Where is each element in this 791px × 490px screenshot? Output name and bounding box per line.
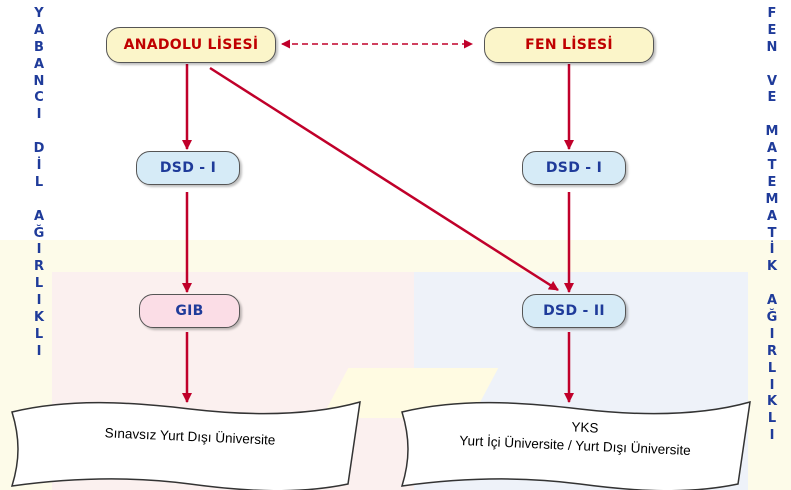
vertical-letter: M xyxy=(765,191,779,207)
vertical-letter: I xyxy=(36,293,42,309)
dsd2-label: DSD - II xyxy=(543,303,605,319)
vertical-letter: İ xyxy=(36,158,42,174)
anadolu-lisesi-node: ANADOLU LİSESİ xyxy=(106,27,276,63)
vertical-letter: A xyxy=(33,56,45,72)
vertical-letter: A xyxy=(766,141,778,157)
vertical-letter: E xyxy=(767,174,777,190)
gib-label: GIB xyxy=(175,303,204,319)
vertical-letter: T xyxy=(767,158,777,174)
vertical-letter: A xyxy=(33,22,45,38)
vertical-letter: B xyxy=(34,39,44,55)
vertical-letter: M xyxy=(765,124,779,140)
vertical-letter: F xyxy=(767,6,777,21)
vertical-letter: İ xyxy=(769,242,775,258)
vertical-letter: D xyxy=(33,141,45,157)
vertical-letter: N xyxy=(766,39,778,55)
vertical-letter: K xyxy=(766,259,778,275)
vertical-letter: L xyxy=(34,174,44,190)
dsd2-node: DSD - II xyxy=(522,294,626,328)
vertical-letter: I xyxy=(36,343,42,359)
vertical-letter: K xyxy=(33,310,45,326)
vertical-letter: N xyxy=(33,73,45,89)
vertical-letter: T xyxy=(767,225,777,241)
vertical-letter: L xyxy=(34,276,44,292)
fen-lisesi-label: FEN LİSESİ xyxy=(525,37,613,53)
vertical-letter: A xyxy=(766,208,778,224)
vertical-letter: A xyxy=(766,293,778,309)
vertical-letter: E xyxy=(767,90,777,106)
dsd1-right-label: DSD - I xyxy=(545,160,603,176)
vertical-letter: Y xyxy=(34,6,44,21)
dsd1-left-node: DSD - I xyxy=(136,151,240,185)
vertical-letter: R xyxy=(33,259,44,275)
vertical-letter: L xyxy=(767,411,777,427)
fen-lisesi-node: FEN LİSESİ xyxy=(484,27,654,63)
arrow-anadolu-to-dsd2 xyxy=(209,66,559,292)
vertical-letter: L xyxy=(767,360,777,376)
dsd1-left-label: DSD - I xyxy=(159,160,217,176)
vertical-letter: L xyxy=(34,326,44,342)
gib-node: GIB xyxy=(139,294,240,328)
vertical-letter: R xyxy=(766,343,777,359)
vertical-letter: I xyxy=(36,107,42,123)
vertical-letter: I xyxy=(769,428,775,444)
anadolu-lisesi-label: ANADOLU LİSESİ xyxy=(123,37,259,53)
vertical-letter: V xyxy=(766,73,778,89)
vertical-letter: Ğ xyxy=(766,310,778,326)
vertical-letter: Ğ xyxy=(33,225,45,241)
vertical-letter: C xyxy=(34,90,44,106)
vertical-letter: A xyxy=(33,208,45,224)
dsd1-right-node: DSD - I xyxy=(522,151,626,185)
vertical-letter: K xyxy=(766,394,778,410)
vertical-letter: I xyxy=(36,242,42,258)
vertical-letter: E xyxy=(767,22,777,38)
vertical-letter: I xyxy=(769,326,775,342)
vertical-letter: I xyxy=(769,377,775,393)
